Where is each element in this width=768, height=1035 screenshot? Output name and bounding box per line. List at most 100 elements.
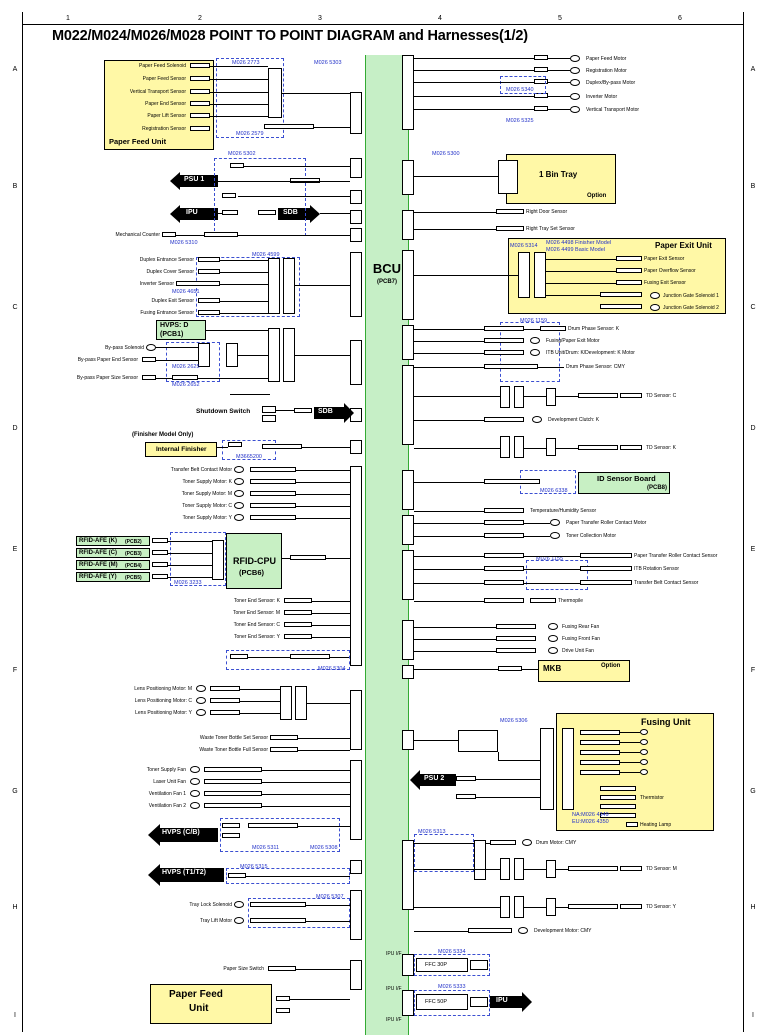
sensor-label: Paper Feed Sensor [142,76,186,82]
connector [350,960,362,990]
connector [402,990,414,1016]
motor-icon [234,478,244,485]
ipu-bottom-label: IPU [496,997,508,1004]
thermistor-label: Thermistor [640,795,664,801]
pin-connector [484,326,524,331]
row-letter: E [750,546,756,553]
harness-ref: M026 5333 [438,984,466,990]
sensor-label: Fusing Exit Sensor [644,280,686,286]
pin-connector [484,533,524,538]
harness-ref: M026 5304 [318,666,346,672]
sensor-label: Paper Overflow Sensor [644,268,696,274]
one-bin-tray-title: 1 Bin Tray [539,170,578,179]
connector [402,325,414,360]
sensor-label: Right Door Sensor [526,209,568,215]
motor-label: Tray Lift Motor [199,918,232,924]
hvps-cb-label: HVPS (C/B) [162,829,200,836]
pin-connector [620,904,642,909]
pin-connector [580,740,620,745]
pin-connector [600,813,636,818]
sensor-label: Duplex Exit Sensor [151,298,194,304]
pin-connector [204,767,262,772]
harness-ref: M026 5306 [500,718,528,724]
pin-connector [204,232,238,237]
hvps-d-box: HVPS: D (PCB1) [156,320,206,340]
fan-label: Fusing Rear Fan [562,624,600,630]
motor-label: ITB Unit/Drum: K/Development: K Motor [546,350,635,356]
harness-group [414,954,490,976]
pin-connector [248,823,298,828]
harness-ref: M026 4599 [252,252,280,258]
sdb-arrow [278,205,320,223]
harness-group [170,532,226,586]
motor-label: Toner Supply Motor: C [182,503,232,509]
pin-connector [222,210,238,215]
sensor-label: Fusing Entrance Sensor [140,310,194,316]
hvps-t1t2-label: HVPS (T1/T2) [162,869,206,876]
relay-connector [546,438,556,456]
relay-connector [514,858,524,880]
pin-connector [270,735,298,740]
motor-icon [570,79,580,86]
connector [402,954,414,976]
relay-connector [474,840,486,880]
fan-label: Ventilation Fan 1 [148,791,186,797]
finisher-model-only: (Finisher Model Only) [132,432,194,438]
motor-icon [234,466,244,473]
motor-icon [530,349,540,356]
connector [350,690,362,750]
column-number: 1 [66,15,70,22]
pin-connector [230,163,244,168]
rfid-cpu-box: RFID-CPU (PCB6) [226,533,282,589]
motor-icon [570,67,580,74]
pin-connector [534,55,548,60]
rfid-afe-box: RFID-AFE (K) (PCB2) [76,536,150,546]
harness-group [220,818,340,852]
switch-label: Paper Size Switch [223,966,264,972]
pin-connector [484,338,524,343]
sensor-label: ITB Rotation Sensor [634,566,680,572]
motor-icon [570,93,580,100]
pin-connector [580,580,632,585]
motor-icon [518,927,528,934]
mkb-title: MKB [543,664,562,673]
paper-feed-unit-bottom-title: Paper Feed [169,989,223,1000]
relay-connector [514,896,524,918]
pin-connector [530,598,556,603]
model-ref: M026 4499 Basic Model [546,247,606,253]
connector [350,440,362,454]
pin-connector [190,126,210,131]
motor-icon [522,839,532,846]
pin-connector [580,553,632,558]
pin-connector [210,686,240,691]
sensor-label: Waste Toner Bottle Set Sensor [199,735,268,741]
row-letter: B [12,183,18,190]
row-letter: H [750,904,756,911]
relay-connector [498,160,518,194]
row-letter: C [750,304,756,311]
connector [402,210,414,240]
pin-connector [284,598,312,603]
row-letter: H [12,904,18,911]
sensor-label: Paper Lift Sensor [147,113,186,119]
motor-icon [570,55,580,62]
row-letter: C [12,304,18,311]
motor-icon [550,532,560,539]
harness-ref: M026 4651 [172,289,200,295]
sensor-label: Paper Exit Sensor [644,256,685,262]
sensor-label: Toner End Sensor: M [233,610,280,616]
pin-connector [276,996,290,1001]
pin-connector [484,520,524,525]
pin-connector [152,574,168,579]
connector [402,515,414,545]
psu1-arrow [170,172,218,190]
pin-connector [580,566,632,571]
pin-connector [468,928,512,933]
relay-connector [226,343,238,367]
sensor-label: Registration Sensor [142,126,186,132]
relay-connector [268,258,280,314]
bcu-title: BCU [372,261,402,276]
pin-connector [262,444,302,449]
relay-connector [198,343,210,367]
motor-label: Toner Supply Motor: Y [182,515,232,521]
